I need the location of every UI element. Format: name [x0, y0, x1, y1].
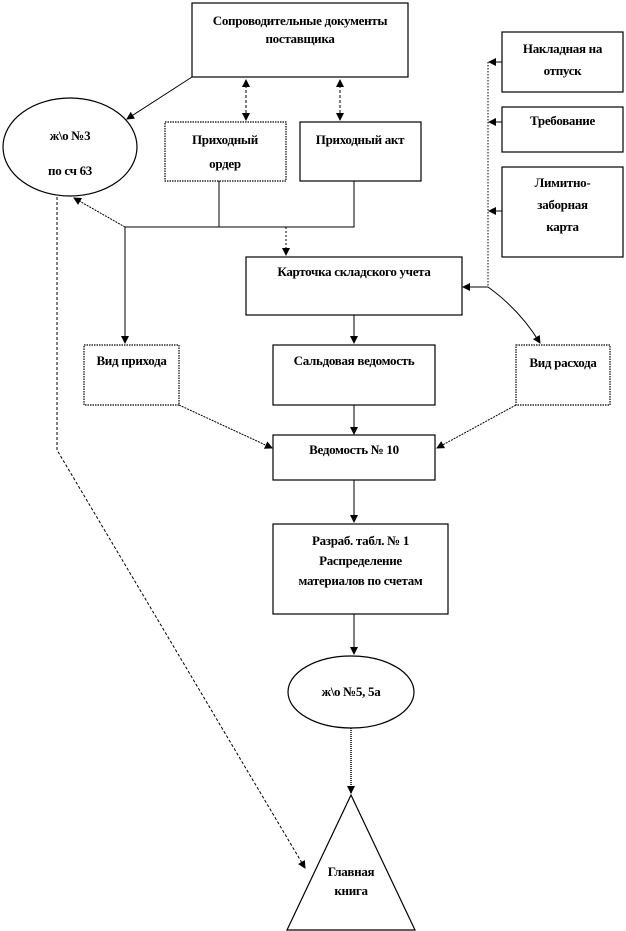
receipt-act-label: Приходный акт	[315, 132, 405, 147]
supplier-docs-label: Сопроводительные документы поставщика	[212, 13, 388, 46]
requisition-label: Требование	[530, 113, 595, 128]
statement10-box	[272, 434, 436, 481]
income-type-box	[83, 344, 180, 406]
journal5-label: ж\о №5, 5а	[321, 684, 381, 699]
balance-sheet-box	[272, 344, 436, 406]
supplier-docs-box	[191, 2, 409, 78]
expense-type-label: Вид расхода	[529, 355, 597, 370]
connector-act	[219, 181, 355, 228]
arrow-to-journal3	[73, 197, 126, 228]
table1-label: Разраб. табл. № 1 Распределение материал…	[276, 531, 445, 591]
general-ledger-label: Главная книга	[327, 864, 375, 898]
journal3-label-2: по сч 63	[48, 163, 92, 178]
journal3-ellipse	[2, 97, 138, 197]
table1-label-3: материалов по счетам	[298, 573, 423, 588]
arrow-journal3-to-ledger	[56, 197, 306, 869]
receipt-act-box	[299, 121, 422, 182]
limit-card-box	[501, 166, 624, 258]
arrow-income-to-stmt	[178, 404, 273, 449]
invoice-box	[501, 31, 624, 93]
receipt-order-label: Приходный ордер	[192, 132, 258, 171]
journal3-label-1: ж\о №3	[49, 128, 91, 143]
table1-box	[272, 523, 449, 615]
balance-sheet-label: Сальдовая ведомость	[293, 353, 415, 368]
requisition-box	[501, 106, 624, 153]
receipt-order-box	[164, 121, 287, 182]
arrow-expense-to-stmt	[436, 404, 517, 449]
table1-label-1: Разраб. табл. № 1	[311, 533, 410, 548]
table1-label-2: Распределение	[319, 553, 402, 568]
limit-card-label: Лимитно-заборная карта	[534, 175, 591, 234]
statement10-label: Ведомость № 10	[309, 442, 399, 457]
income-type-label: Вид прихода	[96, 353, 167, 368]
stock-card-label: Карточка складского учета	[277, 264, 431, 279]
connector-order-act	[121, 181, 220, 344]
expense-type-box	[515, 344, 611, 406]
invoice-label: Накладная на отпуск	[522, 41, 603, 78]
arrow-to-expense-type	[487, 286, 541, 344]
general-ledger-triangle	[286, 793, 416, 931]
arrow-docs-to-journal3	[126, 76, 193, 120]
stock-card-box	[245, 256, 463, 316]
